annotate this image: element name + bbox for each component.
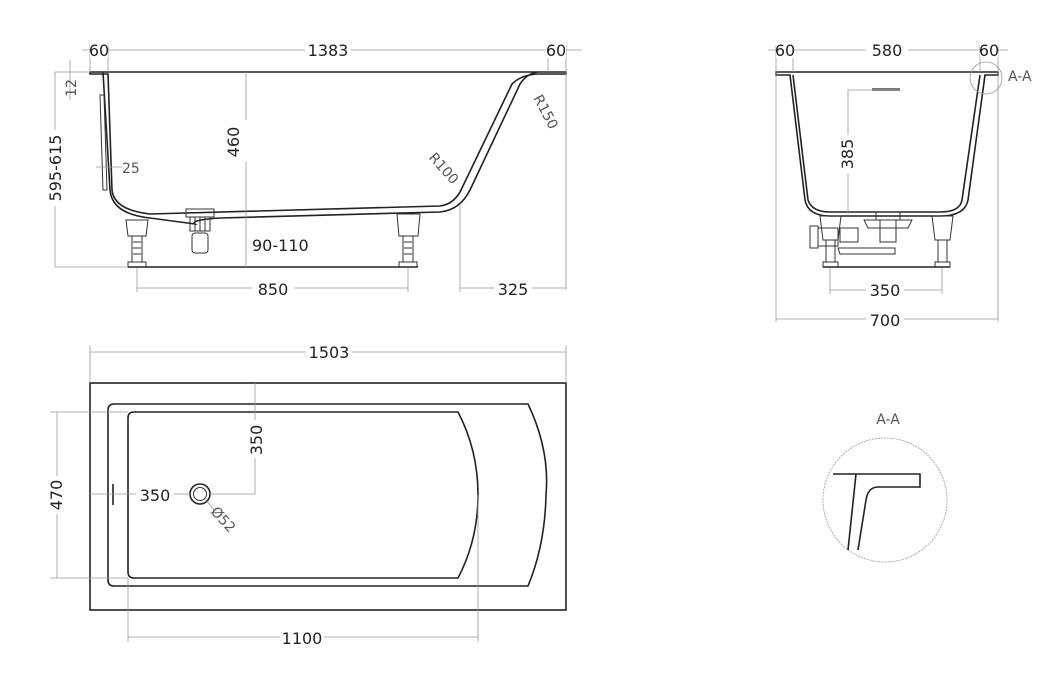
detail-title: A-A (876, 412, 900, 428)
side-dim-leg-spacing: 850 (258, 280, 289, 299)
side-dim-leg-height: 90-110 (252, 236, 309, 255)
side-drain (185, 208, 215, 254)
end-leg-right (931, 215, 954, 268)
end-dim-leg-spacing: 350 (870, 281, 901, 300)
end-dim-rim-right: 60 (979, 41, 999, 60)
side-dim-rim-thickness: 12 (64, 79, 80, 97)
detail-circle (822, 437, 948, 563)
side-leg-left (125, 219, 149, 268)
side-view: 60 1383 60 12 595-615 25 460 90-110 850 … (46, 41, 582, 299)
plan-dim-total-length: 1503 (309, 343, 350, 362)
end-dim-inner-width: 580 (872, 41, 903, 60)
end-dim-overflow-height: 385 (838, 139, 857, 170)
end-view: 60 580 60 A-A 385 350 700 (768, 41, 1032, 330)
end-tub-outline (775, 71, 999, 217)
plan-dim-drain-from-left: 350 (140, 486, 171, 505)
side-dim-rim-left: 60 (89, 41, 109, 60)
detail-a-a: A-A (822, 412, 948, 563)
side-dim-depth: 460 (224, 127, 243, 158)
plan-dim-bowl-length: 1100 (282, 629, 323, 648)
side-overflow (99, 94, 108, 191)
plan-view: 1503 470 350 350 Ø52 1100 (47, 343, 567, 648)
plan-dim-drain-from-top: 350 (247, 425, 266, 456)
end-section-label: A-A (1008, 69, 1032, 85)
side-dim-inner-length: 1383 (308, 41, 349, 60)
side-leg-right (396, 213, 421, 268)
side-radius-top: R150 (529, 92, 560, 132)
side-dim-total-height: 595-615 (46, 135, 65, 202)
side-tub-outline (89, 71, 567, 226)
end-drain (809, 211, 913, 255)
plan-bowl-outline (127, 411, 479, 579)
plan-outer-rect (89, 382, 567, 611)
end-overflow (872, 88, 900, 91)
plan-rim-outline (107, 403, 548, 587)
section-marker-circle (969, 61, 1003, 95)
side-dim-rim-right: 60 (546, 41, 566, 60)
detail-rim-profile (833, 473, 921, 551)
end-dim-rim-left: 60 (775, 41, 795, 60)
side-dim-slope-offset: 325 (498, 280, 529, 299)
side-radius-bottom: R100 (425, 150, 461, 188)
side-dim-wall: 25 (122, 161, 140, 177)
plan-drain-diameter: Ø52 (207, 504, 238, 536)
end-dim-total-width: 700 (870, 311, 901, 330)
plan-drain-inner (193, 487, 207, 501)
plan-dim-inner-width: 470 (47, 480, 66, 511)
